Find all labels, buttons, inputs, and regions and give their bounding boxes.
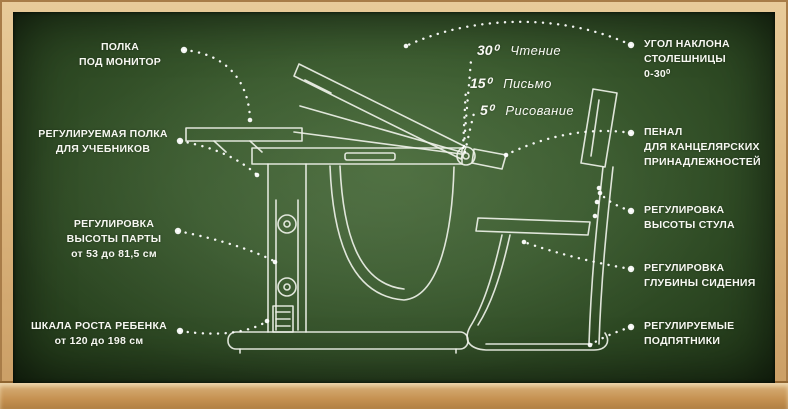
leader-tilt-5	[463, 111, 476, 154]
label-desk-height: РЕГУЛИРОВКА ВЫСОТЫ ПАРТЫ от 53 до 81,5 с…	[58, 217, 170, 262]
tilt-row-reading: 30⁰ Чтение	[477, 42, 561, 59]
tilt-row-writing: 15⁰ Письмо	[470, 75, 552, 92]
leader-footrests	[588, 325, 633, 347]
label-monitor-shelf: ПОЛКА ПОД МОНИТОР	[70, 40, 170, 70]
label-line: от 53 до 81,5 см	[71, 248, 157, 260]
leader-books-shelf	[178, 139, 258, 176]
leader-seat-depth	[522, 240, 633, 271]
tilt-angle-value: 5⁰	[480, 102, 494, 118]
label-chair-height: РЕГУЛИРОВКА ВЫСОТЫ СТУЛА	[644, 203, 774, 233]
label-line: СТОЛЕШНИЦЫ	[644, 53, 726, 65]
label-line: ПОД МОНИТОР	[78, 56, 162, 68]
label-line: УГОЛ НАКЛОНА	[644, 38, 730, 50]
label-line: РЕГУЛИРОВКА	[73, 218, 155, 230]
label-books-shelf: РЕГУЛИРУЕМАЯ ПОЛКА ДЛЯ УЧЕБНИКОВ	[34, 127, 172, 157]
leader-pencil-case	[504, 129, 633, 157]
desk-illustration	[185, 63, 507, 354]
label-line: ВЫСОТЫ ПАРТЫ	[66, 233, 162, 245]
leader-monitor-shelf	[182, 48, 252, 120]
label-line: ПОДПЯТНИКИ	[644, 335, 721, 347]
leader-lines	[174, 20, 635, 348]
leader-desk-height	[176, 229, 276, 263]
label-line: ДЛЯ КАНЦЕЛЯРСКИХ	[644, 141, 760, 153]
label-line: ПОЛКА	[100, 41, 140, 53]
leader-tilt-30	[462, 58, 473, 148]
tilt-activity: Письмо	[503, 76, 552, 91]
label-line: ПРИНАДЛЕЖНОСТЕЙ	[644, 156, 761, 168]
tilt-activity: Чтение	[510, 43, 562, 58]
label-line: РЕГУЛИРОВКА	[644, 204, 725, 216]
label-line: ПЕНАЛ	[644, 126, 683, 138]
label-pencil-case: ПЕНАЛ ДЛЯ КАНЦЕЛЯРСКИХ ПРИНАДЛЕЖНОСТЕЙ	[644, 125, 774, 170]
tilt-activity: Рисование	[505, 103, 574, 118]
leader-tilt-15	[461, 86, 468, 150]
leader-growth-scale	[178, 320, 268, 335]
chalkboard-surface	[13, 12, 775, 383]
leader-chair-height	[598, 191, 633, 213]
chair-illustration	[466, 88, 618, 351]
label-line: РЕГУЛИРОВКА	[644, 262, 725, 274]
label-footrests: РЕГУЛИРУЕМЫЕ ПОДПЯТНИКИ	[644, 319, 774, 349]
label-growth-scale: ШКАЛА РОСТА РЕБЕНКА от 120 до 198 см	[26, 319, 172, 349]
label-line: РЕГУЛИРУЕМЫЕ	[644, 320, 735, 332]
leader-tilt-angle	[404, 20, 633, 48]
label-line: РЕГУЛИРУЕМАЯ ПОЛКА	[38, 128, 168, 140]
tilt-angle-value: 30⁰	[477, 42, 499, 58]
label-line: от 120 до 198 см	[54, 335, 144, 347]
label-seat-depth: РЕГУЛИРОВКА ГЛУБИНЫ СИДЕНИЯ	[644, 261, 774, 291]
label-tilt-angle: УГОЛ НАКЛОНА СТОЛЕШНИЦЫ 0-30⁰	[644, 37, 774, 82]
tilt-angle-value: 15⁰	[470, 75, 492, 91]
label-line: ШКАЛА РОСТА РЕБЕНКА	[30, 320, 168, 332]
label-line: ГЛУБИНЫ СИДЕНИЯ	[644, 277, 756, 289]
label-line: ВЫСОТЫ СТУЛА	[644, 219, 735, 231]
label-line: 0-30⁰	[644, 68, 671, 80]
tilt-row-drawing: 5⁰ Рисование	[480, 102, 574, 119]
label-line: ДЛЯ УЧЕБНИКОВ	[55, 143, 151, 155]
